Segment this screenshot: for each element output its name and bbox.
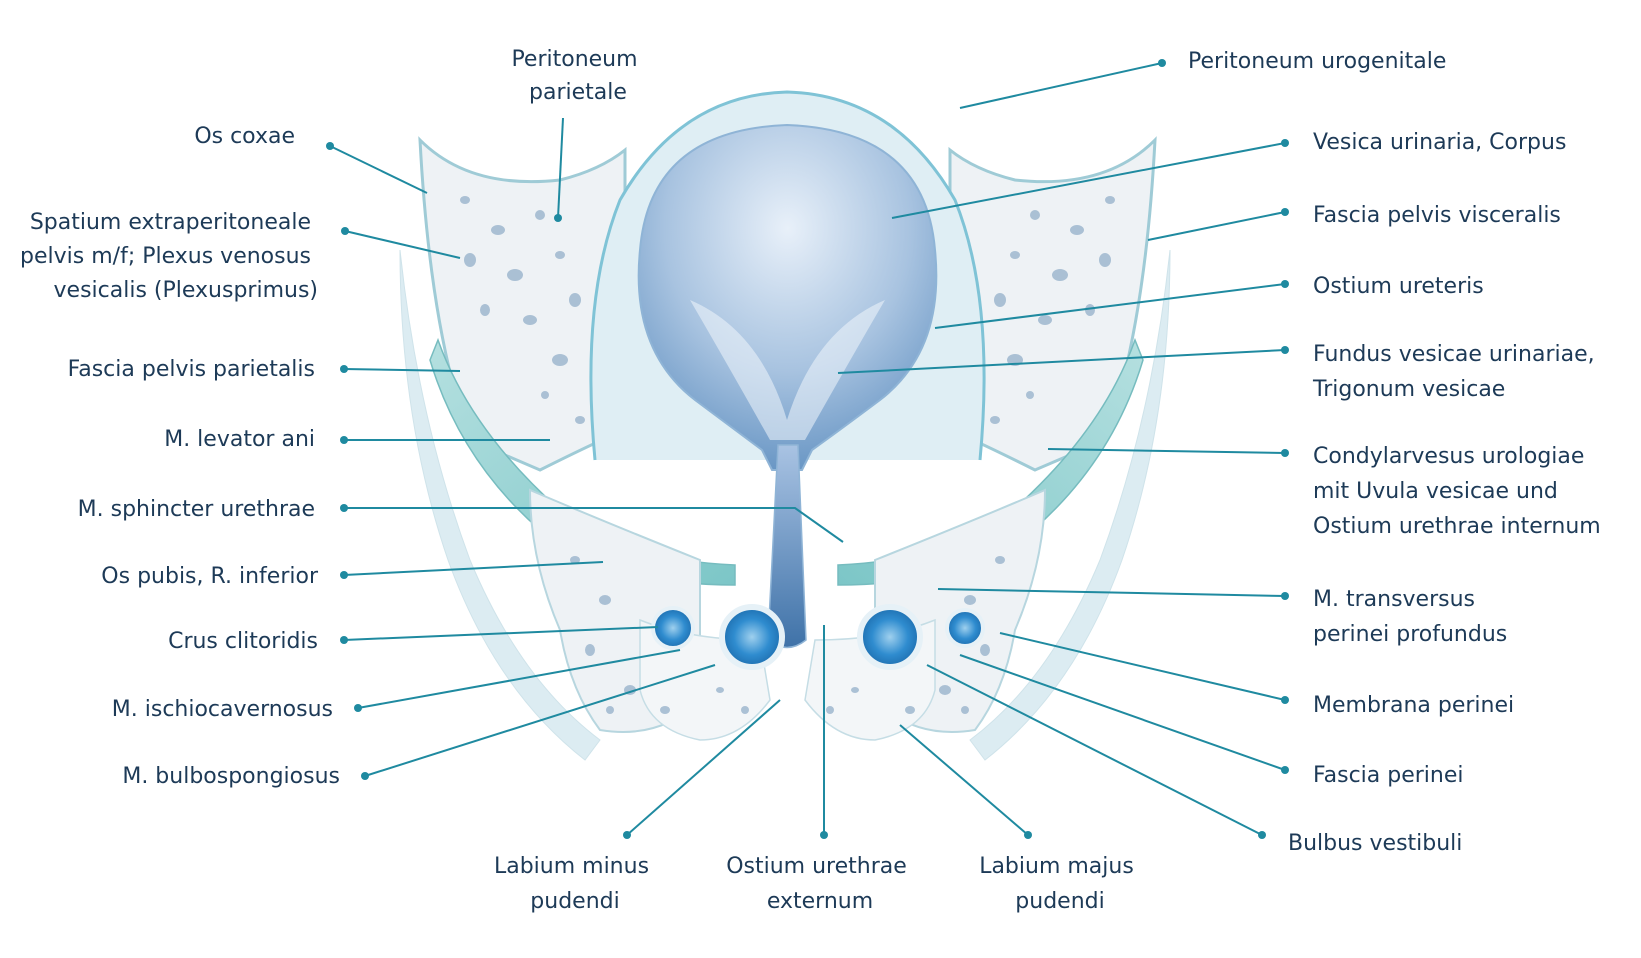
label-peritoneum-parietale: Peritoneum parietale [511,47,644,105]
label-ostium-externum: Ostium urethrae externum [726,854,914,914]
label-ostium-ureteris: Ostium ureteris [1313,274,1484,299]
label-peritoneum-urogenitale: Peritoneum urogenitale [1188,49,1446,74]
label-fascia-pelvis-visceralis: Fascia pelvis visceralis [1313,203,1561,228]
label-bulbospongiosus: M. bulbospongiosus [122,764,340,789]
label-sphincter-urethrae: M. sphincter urethrae [78,497,315,522]
bone-pores [460,196,1115,714]
label-levator-ani: M. levator ani [164,427,315,452]
right-outer-fascia [969,249,1171,761]
label-os-pubis: Os pubis, R. inferior [101,564,319,589]
labels: Os coxae Peritoneum parietale Peritoneum… [20,47,1602,914]
label-crus-clitoridis: Crus clitoridis [168,629,318,654]
label-fundus-vesicae: Fundus vesicae urinariae, Trigonum vesic… [1312,342,1602,402]
label-os-coxae: Os coxae [194,124,295,149]
label-condylarvesus: Condylarvesus urologiae mit Uvula vesica… [1313,444,1601,539]
left-crus-clitoridis [651,606,695,650]
label-vesica-urinaria: Vesica urinaria, Corpus [1313,130,1566,155]
left-outer-fascia [399,249,601,761]
bladder-body [637,123,938,471]
right-crus-clitoridis [945,608,985,648]
left-bulbus-vestibuli [719,604,785,670]
label-spatium-extraperitoneale: Spatium extraperitoneale pelvis m/f; Ple… [20,210,318,303]
label-fascia-perinei: Fascia perinei [1313,763,1464,788]
label-fascia-pelvis-parietalis: Fascia pelvis parietalis [68,357,315,382]
trigone-fan [690,300,885,440]
leader-lines [326,59,1289,839]
label-ischiocavernosus: M. ischiocavernosus [112,697,333,722]
right-bulbus-vestibuli [857,604,923,670]
label-membrana-perinei: Membrana perinei [1313,693,1514,718]
label-labium-minus: Labium minus pudendi [494,854,656,914]
anatomy-drawing [399,90,1171,761]
label-transversus-perinei: M. transversus perinei profundus [1313,587,1507,647]
label-bulbus-vestibuli: Bulbus vestibuli [1288,831,1462,856]
label-labium-majus: Labium majus pudendi [979,854,1141,914]
